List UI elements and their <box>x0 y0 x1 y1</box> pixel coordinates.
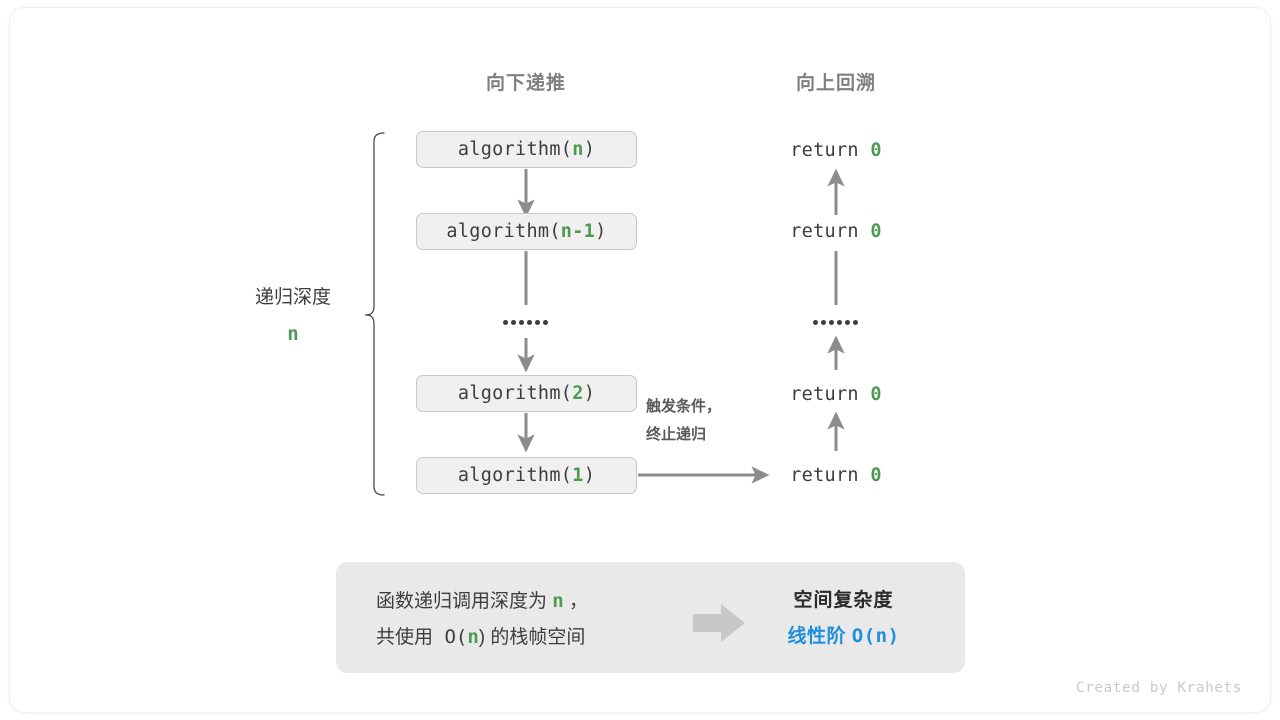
return-keyword: return <box>790 384 859 405</box>
call-box-2-suffix: ) <box>583 383 596 404</box>
call-box-n1-prefix: algorithm( <box>446 221 561 242</box>
header-backtrack-up: 向上回溯 <box>795 73 876 94</box>
summary-line2-b: ) 的栈帧空间 <box>478 626 586 648</box>
call-box-2-arg: 2 <box>572 383 584 404</box>
header-recurse-down: 向下递推 <box>485 73 566 94</box>
space-complexity-value: 线性阶 O(n) <box>751 619 936 655</box>
dot <box>837 320 842 325</box>
dot <box>543 320 548 325</box>
complexity-order-name: 线性阶 <box>787 625 852 647</box>
call-box-1-suffix: ) <box>583 465 596 486</box>
dot <box>503 320 508 325</box>
dot <box>527 320 532 325</box>
return-keyword: return <box>790 221 859 242</box>
call-box-1[interactable]: algorithm(1) <box>416 457 637 494</box>
call-stack-ellipsis <box>503 320 548 325</box>
dot <box>845 320 850 325</box>
summary-panel: 函数递归调用深度为 n ， 共使用 O(n) 的栈帧空间 空间复杂度 线性阶 O… <box>336 562 965 673</box>
complexity-notation: O(n) <box>851 624 900 647</box>
summary-line1-n: n <box>552 590 564 612</box>
call-box-n[interactable]: algorithm(n) <box>416 131 637 168</box>
summary-line2-a: 共使用 O( <box>376 625 468 648</box>
dot <box>813 320 818 325</box>
diagram-canvas: 向下递推 向上回溯 递归深度 n algorithm(n) algorithm(… <box>10 8 1270 712</box>
call-box-n-suffix: ) <box>583 139 596 160</box>
return-value: 0 <box>870 140 882 161</box>
dot <box>535 320 540 325</box>
dot <box>821 320 826 325</box>
summary-line-1: 函数递归调用深度为 n ， <box>376 584 588 620</box>
return-label-base: return 0 <box>726 465 946 486</box>
return-value: 0 <box>870 384 882 405</box>
summary-line1-a: 函数递归调用深度为 <box>376 591 553 612</box>
depth-value: n <box>287 323 299 346</box>
dot <box>511 320 516 325</box>
credit-text: Created by Krahets <box>1075 680 1242 696</box>
return-ellipsis <box>813 320 858 325</box>
call-box-1-arg: 1 <box>572 465 584 486</box>
call-box-2-prefix: algorithm( <box>457 383 573 404</box>
return-value: 0 <box>870 465 882 486</box>
return-keyword: return <box>790 140 859 161</box>
depth-brace <box>364 132 385 496</box>
call-box-n-arg: n <box>572 139 584 160</box>
dot <box>853 320 858 325</box>
call-box-n-minus-1[interactable]: algorithm(n-1) <box>416 213 637 250</box>
return-value: 0 <box>870 221 882 242</box>
base-case-note: 触发条件， 终止递归 <box>646 393 721 449</box>
call-box-n1-arg: n-1 <box>560 221 596 242</box>
return-label-top: return 0 <box>726 140 946 161</box>
return-keyword: return <box>790 465 859 486</box>
return-label-third: return 0 <box>726 384 946 405</box>
recursion-depth-label: 递归深度 n <box>228 280 358 352</box>
call-box-2[interactable]: algorithm(2) <box>416 375 637 412</box>
implies-block-arrow <box>693 604 745 642</box>
summary-description: 函数递归调用深度为 n ， 共使用 O(n) 的栈帧空间 <box>376 584 588 655</box>
base-case-note-line1: 触发条件， <box>646 398 722 415</box>
depth-text: 递归深度 <box>254 287 331 308</box>
summary-line-2: 共使用 O(n) 的栈帧空间 <box>376 620 588 656</box>
space-complexity-title: 空间复杂度 <box>793 590 894 611</box>
base-case-note-line2: 终止递归 <box>646 425 707 443</box>
summary-conclusion: 空间复杂度 线性阶 O(n) <box>751 584 936 654</box>
dot <box>829 320 834 325</box>
call-box-n1-suffix: ) <box>595 221 607 242</box>
return-label-second: return 0 <box>726 221 946 242</box>
call-box-1-prefix: algorithm( <box>457 465 573 486</box>
dot <box>519 320 524 325</box>
summary-line1-b: ， <box>563 591 589 612</box>
summary-line2-n: n <box>467 625 479 648</box>
call-box-n-prefix: algorithm( <box>457 139 573 160</box>
